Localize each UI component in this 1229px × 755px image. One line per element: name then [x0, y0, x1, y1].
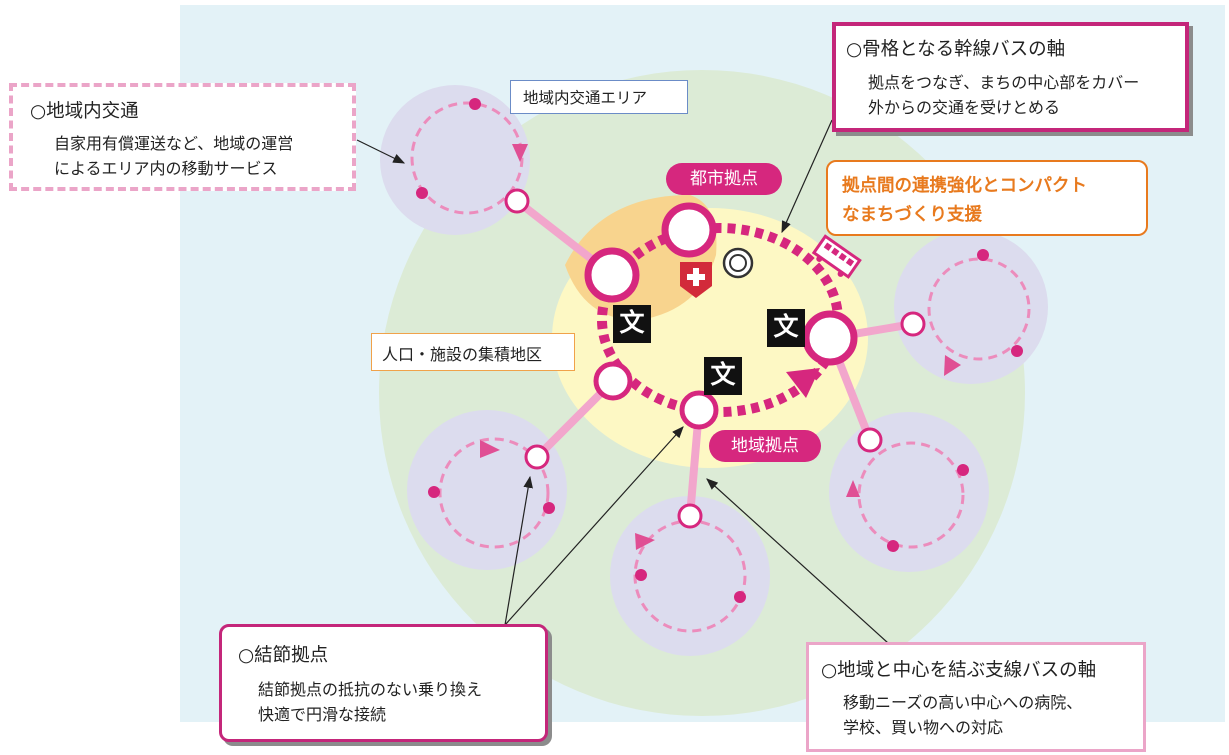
- school-icon: 文: [704, 357, 742, 395]
- local-area-circle-ne: [894, 230, 1048, 384]
- trunk-bus-title: ○骨格となる幹線バスの軸: [846, 39, 1066, 60]
- node-line-1: 結節拠点の抵抗のない乗り換え: [258, 680, 483, 699]
- compact-city-callout: 拠点間の連携強化とコンパクト なまちづくり支援: [826, 160, 1148, 236]
- branch-bus-line-1: 移動ニーズの高い中心への病院、: [843, 693, 1083, 712]
- local-transport-title: ○地域内交通: [30, 101, 139, 122]
- local-route-arrows: [480, 144, 961, 550]
- branch-bus-callout: ○地域と中心を結ぶ支線バスの軸 移動ニーズの高い中心への病院、 学校、買い物への…: [806, 642, 1146, 752]
- hub-city-center: [661, 202, 717, 258]
- station-icon: [722, 247, 754, 279]
- bus-icon: [811, 234, 862, 279]
- node-line-2: 快適で円滑な接続: [258, 705, 387, 724]
- compact-city-line-1: 拠点間の連携強化とコンパクト: [842, 176, 1087, 196]
- local-transport-line-2: によるエリア内の移動サービス: [54, 159, 278, 178]
- hub-nodes: [584, 202, 858, 430]
- regional-hub-label: 地域拠点: [709, 430, 821, 462]
- local-area-label: [510, 80, 688, 114]
- school-icon: 文: [767, 309, 805, 347]
- local-transport-callout: ○地域内交通 自家用有償運送など、地域の運営 によるエリア内の移動サービス: [9, 83, 356, 191]
- hub-southwest: [593, 361, 633, 401]
- node-callout: ○結節拠点 結節拠点の抵抗のない乗り換え 快適で円滑な接続: [219, 624, 548, 742]
- trunk-bus-line-1: 拠点をつなぎ、まちの中心部をカバー: [868, 73, 1140, 92]
- hospital-icon: [680, 262, 712, 298]
- hub-south: [679, 390, 719, 430]
- school-icon: 文: [613, 305, 651, 343]
- local-transport-line-1: 自家用有償運送など、地域の運営: [54, 134, 294, 153]
- hub-east: [802, 310, 858, 366]
- local-area-label-text: 地域内交通エリア: [523, 89, 648, 107]
- city-hub-label: 都市拠点: [666, 163, 782, 195]
- callout-pointers: [356, 119, 889, 644]
- trunk-bus-callout: ○骨格となる幹線バスの軸 拠点をつなぎ、まちの中心部をカバー 外からの交通を受け…: [832, 22, 1189, 132]
- node-title: ○結節拠点: [238, 645, 329, 666]
- local-area-circle-s: [610, 496, 770, 656]
- transfer-nodes: [504, 188, 926, 529]
- density-area-label-text: 人口・施設の集積地区: [382, 345, 543, 364]
- hub-city-west: [584, 247, 640, 303]
- branch-bus-title: ○地域と中心を結ぶ支線バスの軸: [821, 660, 1097, 681]
- trunk-direction-arrow: [786, 368, 820, 398]
- compact-city-line-2: なまちづくり支援: [842, 205, 982, 225]
- trunk-bus-line-2: 外からの交通を受けとめる: [868, 98, 1061, 117]
- branch-bus-line-2: 学校、買い物への対応: [843, 718, 1004, 737]
- local-route-stops: [416, 98, 1023, 603]
- density-area-label: [371, 333, 575, 371]
- local-area-circle-nw: [380, 85, 530, 235]
